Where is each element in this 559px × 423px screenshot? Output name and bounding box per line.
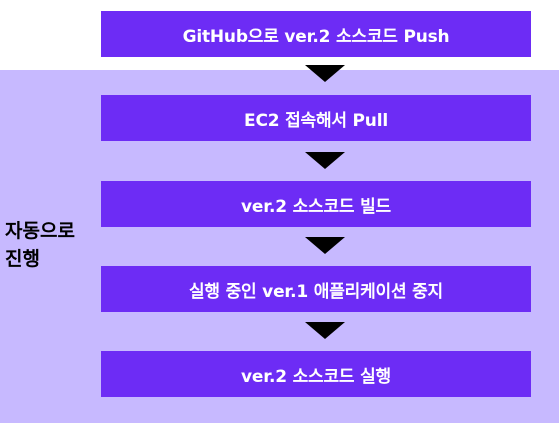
step-run: ver.2 소스코드 실행 [101, 351, 531, 397]
arrow-down-2 [305, 152, 345, 169]
automation-label-line-1: 자동으로 [5, 220, 75, 242]
arrow-down-4 [305, 322, 345, 339]
automation-label-line-2: 진행 [5, 248, 40, 270]
step-build: ver.2 소스코드 빌드 [101, 181, 531, 227]
automation-label: 자동으로 진행 [5, 217, 101, 273]
step-push-to-github: GitHub으로 ver.2 소스코드 Push [101, 11, 531, 57]
step-stop-running-app: 실행 중인 ver.1 애플리케이션 중지 [101, 266, 531, 312]
step-ec2-pull: EC2 접속해서 Pull [101, 95, 531, 141]
arrow-down-3 [305, 237, 345, 254]
arrow-down-1 [305, 65, 345, 82]
